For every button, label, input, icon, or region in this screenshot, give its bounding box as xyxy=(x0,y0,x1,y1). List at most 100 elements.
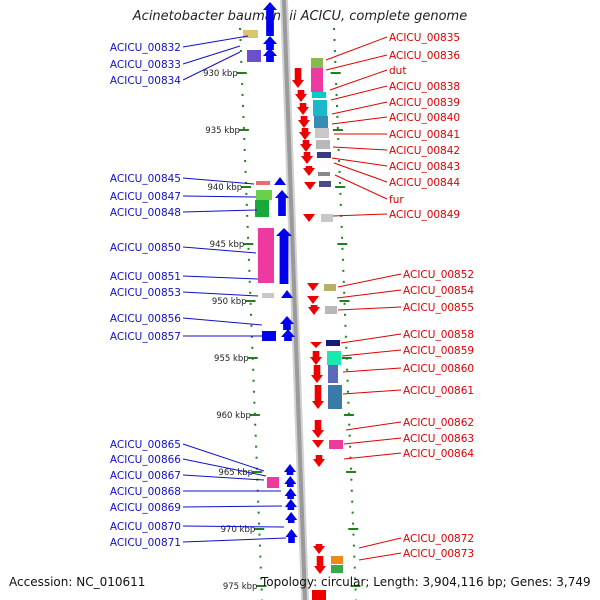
reverse-gene-arrow xyxy=(300,140,312,152)
reverse-gene-arrow xyxy=(312,420,324,438)
ruler-track-left xyxy=(239,27,263,600)
leader-line xyxy=(341,349,402,357)
reverse-gene-arrow xyxy=(307,296,319,304)
gene-box xyxy=(326,340,340,346)
gene-label-left: ACICU_00832 xyxy=(110,42,181,54)
gene-label-right: ACICU_00852 xyxy=(403,269,474,281)
gene-label-left: ACICU_00845 xyxy=(110,173,181,185)
forward-gene-arrow xyxy=(284,476,297,487)
gene-box xyxy=(316,140,330,149)
gene-label-right: ACICU_00863 xyxy=(403,433,474,445)
leader-line xyxy=(182,209,258,213)
leader-line xyxy=(331,157,388,167)
gene-box xyxy=(329,440,343,449)
forward-gene-arrow xyxy=(285,512,298,523)
gene-box xyxy=(256,190,272,200)
forward-gene-arrow xyxy=(275,190,289,216)
gene-label-right: ACICU_00872 xyxy=(403,533,474,545)
reverse-gene-arrow xyxy=(314,556,326,574)
gene-box xyxy=(311,58,323,68)
gene-label-right: ACICU_00855 xyxy=(403,302,474,314)
kbp-label: 955 kbp xyxy=(214,354,249,364)
reverse-gene-arrow xyxy=(298,116,310,128)
gene-box xyxy=(258,228,274,283)
leader-line xyxy=(331,116,388,125)
gene-box xyxy=(315,128,329,138)
leader-line xyxy=(336,289,402,299)
gene-label-right: ACICU_00861 xyxy=(403,385,474,397)
gene-label-right: ACICU_00873 xyxy=(403,548,474,560)
gene-label-right: ACICU_00844 xyxy=(389,177,460,189)
gene-label-right: ACICU_00860 xyxy=(403,363,474,375)
forward-gene-arrow xyxy=(281,329,295,341)
leader-line xyxy=(345,421,402,431)
leader-line xyxy=(334,174,388,200)
leader-line xyxy=(342,389,402,395)
gene-box xyxy=(312,590,326,600)
forward-gene-arrow xyxy=(284,464,296,475)
leader-line xyxy=(337,273,402,288)
genome-title: Acinetobacter baumannii ACICU, complete … xyxy=(132,9,468,24)
leader-line xyxy=(182,443,265,472)
gene-box xyxy=(247,50,261,62)
gene-box xyxy=(331,565,343,573)
kbp-label: 945 kbp xyxy=(210,240,245,250)
gene-label-left: ACICU_00853 xyxy=(110,287,181,299)
gene-box xyxy=(327,351,341,365)
forward-gene-arrow xyxy=(285,529,298,543)
gene-label-left: ACICU_00856 xyxy=(110,313,181,325)
ruler-track-right xyxy=(333,27,357,600)
forward-gene-arrow xyxy=(284,499,297,510)
gene-box xyxy=(318,172,330,176)
leader-line xyxy=(332,213,388,217)
reverse-gene-arrow xyxy=(303,214,315,222)
gene-label-left: ACICU_00851 xyxy=(110,271,181,283)
gene-label-right: ACICU_00842 xyxy=(389,145,460,157)
gene-label-left: ACICU_00833 xyxy=(110,59,181,71)
reverse-gene-arrow xyxy=(297,103,309,115)
gene-label-right: ACICU_00862 xyxy=(403,417,474,429)
reverse-gene-arrow xyxy=(313,455,325,467)
leader-line xyxy=(340,333,402,344)
gene-label-right: ACICU_00839 xyxy=(389,97,460,109)
reverse-gene-arrow xyxy=(313,544,325,554)
kbp-label: 935 kbp xyxy=(205,126,240,136)
forward-gene-arrow xyxy=(276,228,292,284)
gene-box xyxy=(317,152,331,158)
reverse-gene-arrow xyxy=(310,342,322,348)
gene-box xyxy=(311,68,323,92)
kbp-label: 975 kbp xyxy=(223,582,258,592)
gene-label-right: ACICU_00836 xyxy=(389,50,460,62)
gene-box xyxy=(319,181,331,187)
leader-line xyxy=(330,85,388,101)
leader-line xyxy=(182,525,285,528)
reverse-gene-arrow xyxy=(312,385,324,409)
leader-line xyxy=(182,51,241,81)
gene-box xyxy=(267,477,279,488)
kbp-label: 950 kbp xyxy=(212,297,247,307)
gene-box xyxy=(255,200,269,217)
leader-line xyxy=(343,437,402,445)
leader-line xyxy=(182,458,267,477)
leader-line xyxy=(182,474,265,481)
reverse-gene-arrow xyxy=(307,283,319,291)
leader-line xyxy=(182,291,259,297)
reverse-gene-arrow xyxy=(292,68,304,88)
leader-line xyxy=(182,45,241,65)
leader-line xyxy=(358,552,402,561)
gene-label-left: ACICU_00869 xyxy=(110,502,181,514)
gene-label-left: ACICU_00847 xyxy=(110,191,181,203)
reverse-gene-arrow xyxy=(312,440,324,448)
reverse-gene-arrow xyxy=(310,351,322,365)
reverse-gene-arrow xyxy=(299,128,311,140)
leader-line xyxy=(182,177,255,185)
leader-line xyxy=(182,195,257,198)
gene-box xyxy=(328,365,338,383)
gene-label-right: ACICU_00858 xyxy=(403,329,474,341)
gene-box xyxy=(331,556,343,564)
kbp-label: 960 kbp xyxy=(216,411,251,421)
gene-label-right: ACICU_00841 xyxy=(389,129,460,141)
leader-line xyxy=(331,101,388,115)
leader-line xyxy=(182,246,257,254)
gene-label-right: ACICU_00854 xyxy=(403,285,474,297)
